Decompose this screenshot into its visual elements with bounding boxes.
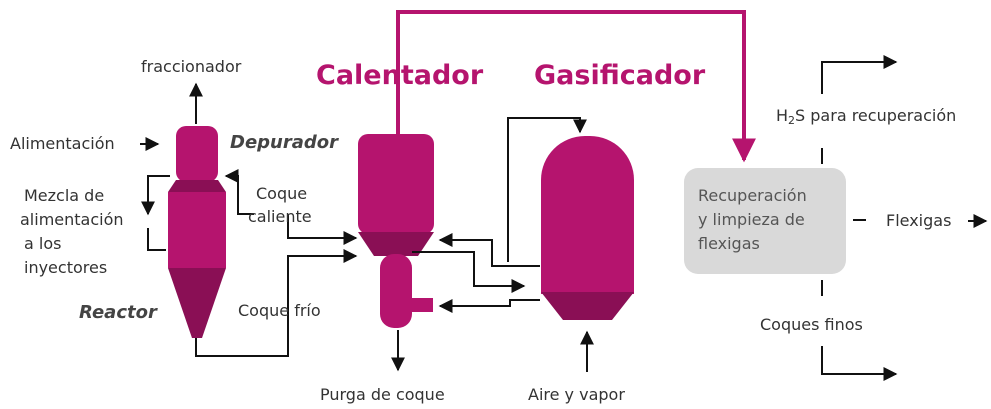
label-mezcla-1: Mezcla de [24, 186, 104, 205]
label-recuperacion-1: Recuperación [698, 186, 807, 205]
flexigas-transfer-line [396, 10, 756, 163]
label-alimentacion: Alimentación [10, 134, 115, 153]
gasificador-vessel [541, 136, 634, 320]
label-recuperacion-2: y limpieza de [698, 210, 805, 229]
label-mezcla-2: alimentación [20, 210, 124, 229]
label-gasificador: Gasificador [534, 60, 706, 91]
label-coques-finos: Coques finos [760, 315, 863, 334]
label-coque-caliente-1: Coque [256, 184, 307, 203]
label-depurador: Depurador [230, 132, 339, 153]
label-calentador: Calentador [316, 60, 484, 91]
label-mezcla-4: inyectores [24, 258, 107, 277]
flow-lines [140, 55, 988, 381]
recuperacion-box [684, 168, 846, 274]
label-coque-caliente-2: caliente [248, 207, 312, 226]
label-coque-frio: Coque frío [238, 301, 321, 320]
label-reactor: Reactor [79, 302, 158, 323]
label-mezcla-3: a los [24, 234, 61, 253]
label-h2s: H2S para recuperación [776, 106, 956, 127]
calentador-vessel [358, 134, 434, 328]
label-purga: Purga de coque [320, 385, 445, 404]
label-flexigas: Flexigas [886, 211, 951, 230]
reactor-vessel [168, 126, 226, 338]
label-recuperacion-3: flexigas [698, 234, 760, 253]
label-aire-vapor: Aire y vapor [528, 385, 625, 404]
label-fraccionador: fraccionador [141, 57, 242, 76]
